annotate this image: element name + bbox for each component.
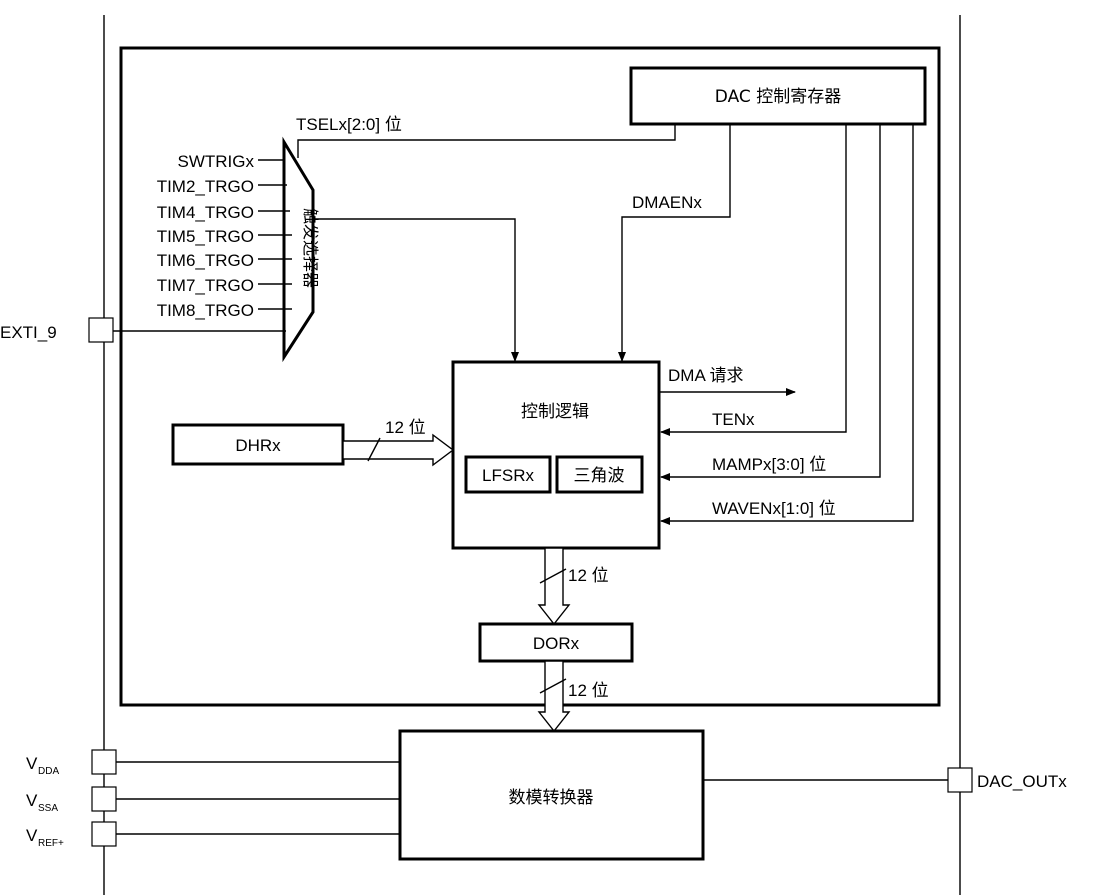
triangle-box (555, 455, 644, 494)
vref-pin (91, 821, 117, 847)
lfsr-box (464, 455, 552, 494)
dhr-label: DHRx (235, 436, 281, 455)
dmaen-label: DMAENx (632, 193, 702, 212)
converter-box (398, 729, 705, 861)
logic-dor-bus-slash (539, 568, 567, 584)
dhr-bus-slash (367, 437, 381, 462)
lfsr-label: LFSRx (482, 466, 534, 485)
dac-control-register-label: DAC 控制寄存器 (715, 87, 841, 107)
dac-control-register-box (629, 66, 927, 126)
vssa-label-sub: SSA (38, 803, 58, 814)
logic-dor-bus-arrow (537, 547, 571, 626)
dac-main-frame (119, 46, 941, 707)
dor-box (478, 622, 634, 663)
dmaen-line (618, 124, 731, 362)
control-logic-box (451, 360, 661, 550)
mamp-label: MAMPx[3:0] 位 (712, 455, 826, 474)
trigger-tim8: TIM8_TRGO (157, 301, 254, 320)
trigger-selector-mux (282, 136, 315, 363)
dhr-bus-arrow (342, 433, 455, 467)
dac-out-pin (947, 767, 973, 793)
dor-conv-bus-slash (539, 678, 567, 694)
trigger-output-line (313, 218, 519, 362)
converter-label: 数模转换器 (509, 788, 594, 808)
dhr-bus-label: 12 位 (385, 418, 426, 437)
trigger-selector-label: 触发选择器 (301, 208, 320, 288)
dma-request-label: DMA 请求 (668, 366, 744, 385)
trigger-tim6: TIM6_TRGO (157, 251, 254, 270)
tsel-label: TSELx[2:0] 位 (296, 115, 402, 134)
vref-label-main: V (26, 826, 38, 845)
vssa-label-main: V (26, 791, 38, 810)
ten-line (660, 124, 847, 436)
trigger-tim2: TIM2_TRGO (157, 177, 254, 196)
waven-line (660, 124, 914, 525)
control-logic-label: 控制逻辑 (521, 402, 589, 422)
trigger-inputs (258, 159, 292, 310)
dac-out-label: DAC_OUTx (977, 772, 1067, 791)
dor-label: DORx (533, 634, 580, 653)
triangle-label: 三角波 (574, 466, 625, 486)
trigger-tim7: TIM7_TRGO (157, 276, 254, 295)
vssa-pin (91, 786, 117, 812)
waven-label: WAVENx[1:0] 位 (712, 499, 836, 518)
exti-label: EXTI_9 (0, 323, 57, 342)
tsel-line (297, 124, 676, 158)
mamp-line (660, 124, 881, 481)
vdda-label-main: V (26, 754, 38, 773)
logic-dor-bus-label: 12 位 (568, 566, 609, 585)
trigger-swtrig: SWTRIGx (178, 152, 255, 171)
vdda-label-sub: DDA (38, 766, 59, 777)
ten-label: TENx (712, 410, 755, 429)
vref-label-sub: REF+ (38, 838, 64, 849)
dor-conv-bus-arrow (537, 660, 571, 733)
vdda-pin (91, 749, 117, 775)
exti-pin (88, 317, 114, 343)
trigger-tim4: TIM4_TRGO (157, 203, 254, 222)
dor-conv-bus-label: 12 位 (568, 681, 609, 700)
trigger-tim5: TIM5_TRGO (157, 227, 254, 246)
